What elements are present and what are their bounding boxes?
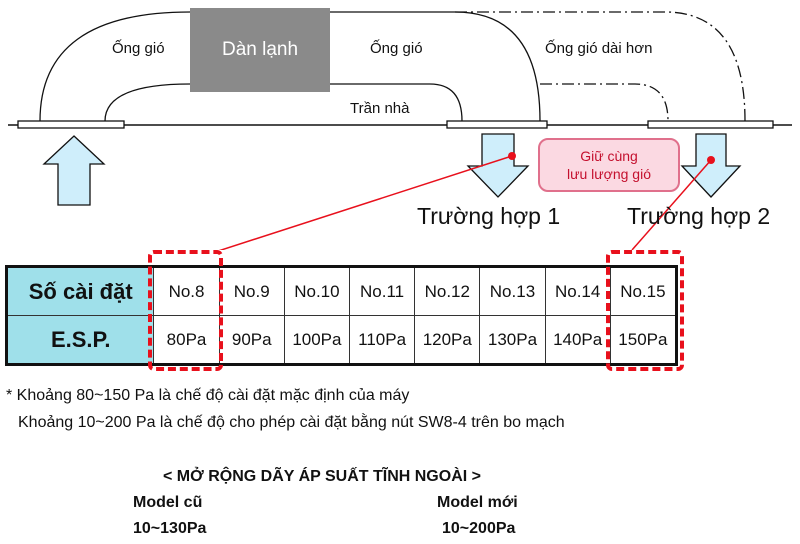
indoor-unit: Dàn lạnh xyxy=(190,8,330,92)
pointer-line-case-1 xyxy=(218,155,513,250)
callout-line-1: Giữ cùng xyxy=(580,148,638,164)
setting-cell: No.13 xyxy=(479,266,546,316)
pressure-cell: 150Pa xyxy=(609,315,678,365)
pressure-cell: 100Pa xyxy=(283,315,351,365)
duct-left-label: Ống gió xyxy=(112,40,165,57)
left-duct-inner xyxy=(104,83,191,122)
setting-cell: No.9 xyxy=(218,266,285,316)
longer-duct-inner xyxy=(540,83,669,122)
duct-longer-label: Ống gió dài hơn xyxy=(545,40,653,57)
pressure-cell: 140Pa xyxy=(544,315,611,365)
pressure-cell: 120Pa xyxy=(414,315,481,365)
duct-diagram xyxy=(8,11,792,250)
middle-vent xyxy=(446,120,548,129)
new-model-range: 10~200Pa xyxy=(442,520,516,537)
outlet-arrow-case-2 xyxy=(680,133,742,198)
setting-cell: No.10 xyxy=(283,266,351,316)
old-model-range: 10~130Pa xyxy=(133,520,207,537)
esp-header: E.S.P. xyxy=(5,315,155,365)
setting-number-header: Số cài đặt xyxy=(5,266,155,316)
setting-cell: No.8 xyxy=(153,266,220,316)
duct-right-label: Ống gió xyxy=(370,40,423,57)
longer-duct-outer xyxy=(455,11,746,122)
pressure-cell: 110Pa xyxy=(348,315,416,365)
inlet-arrow xyxy=(42,135,106,206)
setting-cell: No.12 xyxy=(414,266,481,316)
pressure-cell: 130Pa xyxy=(479,315,546,365)
same-airflow-callout: Giữ cùng lưu lượng gió xyxy=(538,138,680,192)
setting-cell: No.15 xyxy=(609,266,678,316)
setting-number-row: Số cài đặt No.8 No.9 No.10 No.11 No.12 N… xyxy=(5,266,678,316)
esp-row: E.S.P. 80Pa 90Pa 100Pa 110Pa 120Pa 130Pa… xyxy=(5,315,678,365)
left-vent xyxy=(17,120,125,129)
setting-cell: No.14 xyxy=(544,266,611,316)
note-extended-range: Khoảng 10~200 Pa là chế độ cho phép cài … xyxy=(18,414,565,431)
right-duct-inner xyxy=(330,83,463,122)
pointer-line-case-2 xyxy=(631,159,712,250)
old-model-label: Model cũ xyxy=(133,494,203,511)
pointer-dot-case-1 xyxy=(508,152,516,160)
pressure-cell: 80Pa xyxy=(153,315,220,365)
pointer-dot-case-2 xyxy=(707,156,715,164)
callout-line-2: lưu lượng gió xyxy=(567,166,651,182)
ceiling-label: Trần nhà xyxy=(350,100,410,117)
left-duct-outer xyxy=(39,11,191,122)
case-1-label: Trường hợp 1 xyxy=(417,203,561,229)
extension-title: < MỞ RỘNG DÃY ÁP SUẤT TĨNH NGOÀI > xyxy=(163,468,481,485)
case-2-label: Trường hợp 2 xyxy=(627,203,771,229)
right-vent xyxy=(647,120,774,129)
pressure-cell: 90Pa xyxy=(218,315,285,365)
note-default-range: * Khoảng 80~150 Pa là chế độ cài đặt mặc… xyxy=(6,387,410,404)
new-model-label: Model mới xyxy=(437,494,518,511)
setting-cell: No.11 xyxy=(348,266,416,316)
highlight-no8 xyxy=(148,250,223,371)
esp-setting-table: Số cài đặt No.8 No.9 No.10 No.11 No.12 N… xyxy=(5,265,678,366)
highlight-no15 xyxy=(606,250,684,371)
outlet-arrow-case-1 xyxy=(466,133,530,198)
